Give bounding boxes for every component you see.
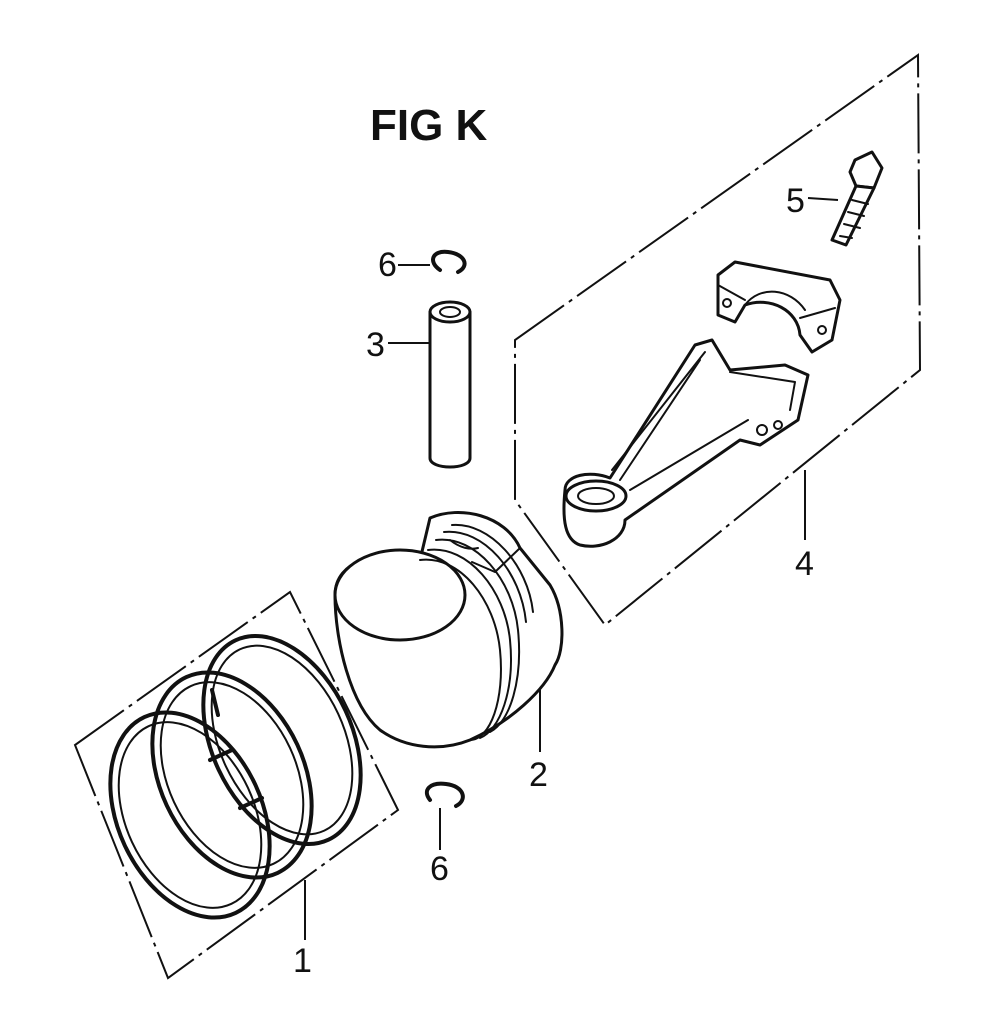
piston-pin[interactable]	[428, 300, 472, 469]
ring-group-boundary	[73, 590, 400, 980]
connecting-rod-group	[514, 53, 922, 627]
callout-connecting-rod: 4	[795, 545, 814, 583]
callout-piston-pin: 3	[366, 326, 385, 364]
callout-rod-bolt: 5	[786, 182, 805, 220]
rod-bearing-cap[interactable]	[716, 260, 842, 354]
leader-lines	[304, 197, 839, 940]
piston-ring-set	[73, 590, 400, 980]
rod-group-boundary	[514, 53, 922, 627]
rod-bolt[interactable]	[830, 150, 884, 247]
figure-title: FIG K	[370, 101, 488, 150]
callout-pin-clip-bottom: 6	[430, 850, 449, 888]
piston[interactable]	[333, 510, 564, 749]
leader-bolt	[807, 197, 839, 201]
piston-ring-3[interactable]	[79, 687, 301, 944]
connecting-rod-body[interactable]	[562, 338, 810, 548]
pin-clip-top[interactable]	[431, 249, 467, 274]
piston-ring-1[interactable]	[172, 611, 392, 870]
piston-ring-2[interactable]	[121, 647, 343, 904]
callout-ring-set: 1	[293, 942, 312, 980]
pin-clip-bottom[interactable]	[424, 781, 465, 808]
callout-piston: 2	[529, 756, 548, 794]
callout-pin-clip-top: 6	[378, 246, 397, 284]
